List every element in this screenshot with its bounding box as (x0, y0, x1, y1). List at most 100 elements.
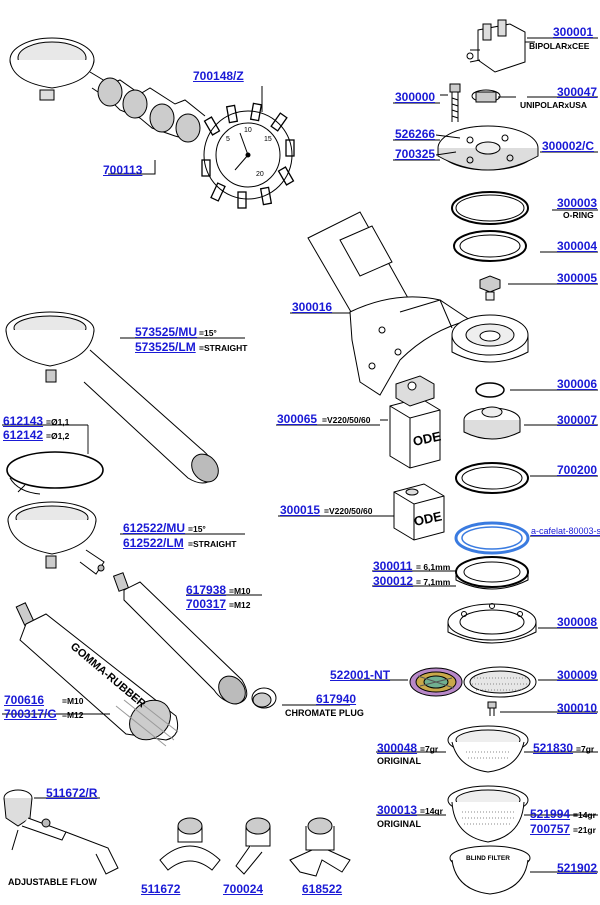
part-612142-note: =Ø1,2 (46, 431, 70, 441)
part-573525lm-link[interactable]: 573525/LM (135, 340, 196, 354)
shower-screen-522001-drawing (409, 667, 463, 697)
part-522001nt-link[interactable]: 522001-NT (330, 668, 391, 682)
part-526266-link[interactable]: 526266 (395, 127, 436, 141)
gasket-300004-drawing (453, 230, 527, 262)
part-573525mu-link[interactable]: 573525/MU (135, 325, 198, 339)
part-521994-note: =14gr (573, 810, 596, 820)
part-612522mu-note: =15° (188, 524, 206, 534)
blind-filter-text: BLIND FILTER (466, 855, 510, 862)
part-300048-original: ORIGINAL (377, 756, 421, 766)
part-700757-note: =21gr (573, 825, 596, 835)
part-300003-link[interactable]: 300003 (557, 196, 598, 210)
part-521830-note: =7gr (576, 744, 595, 754)
part-300012-link[interactable]: 300012 (373, 574, 414, 588)
part-300016-link[interactable]: 300016 (292, 300, 333, 314)
part-612143-note: =Ø1,1 (46, 417, 70, 427)
spring-612142-drawing (6, 451, 104, 495)
part-700148-link[interactable]: 700148/Z (193, 69, 244, 83)
spout-511672-drawing (159, 817, 221, 871)
svg-text:10: 10 (244, 127, 252, 134)
part-617940-link[interactable]: 617940 (316, 692, 357, 706)
portafilter-573525-drawing (5, 311, 219, 484)
coil-ode-text: ODE (413, 508, 444, 529)
plug-617940-drawing (251, 687, 277, 709)
part-612522lm-link[interactable]: 612522/LM (123, 536, 184, 550)
part-700200-link[interactable]: 700200 (557, 463, 598, 477)
part-612142-link[interactable]: 612142 (3, 428, 44, 442)
part-573525lm-note: =STRAIGHT (199, 343, 248, 353)
part-300004-link[interactable]: 300004 (557, 239, 598, 253)
screw-300010-drawing (487, 701, 497, 716)
spout-700024-drawing (235, 817, 271, 875)
part-300013-original: ORIGINAL (377, 819, 421, 829)
part-617938-link[interactable]: 617938 (186, 583, 227, 597)
part-700317g-link[interactable]: 700317/G (4, 707, 57, 721)
part-300048-note: =7gr (420, 744, 439, 754)
switch-300001-drawing (466, 19, 535, 73)
part-612522lm-note: =STRAIGHT (188, 539, 237, 549)
part-612143-link[interactable]: 612143 (3, 414, 44, 428)
handle-617938-drawing (112, 572, 248, 705)
valve-300065-drawing: ODE (380, 375, 443, 469)
coil-300015-drawing: ODE (393, 483, 445, 541)
part-300006-link[interactable]: 300006 (557, 377, 598, 391)
blind-filter-521902-drawing: BLIND FILTER (449, 845, 531, 895)
part-300001-link[interactable]: 300001 (553, 25, 594, 39)
part-300007-link[interactable]: 300007 (557, 413, 598, 427)
part-300011-note: = 6,1mm (416, 562, 451, 572)
part-300013-link[interactable]: 300013 (377, 803, 418, 817)
part-521902-link[interactable]: 521902 (557, 861, 598, 875)
part-511672-link[interactable]: 511672 (141, 882, 181, 896)
part-300005-link[interactable]: 300005 (557, 271, 598, 285)
part-300065-link[interactable]: 300065 (277, 412, 318, 426)
part-300011-link[interactable]: 300011 (373, 559, 413, 573)
cafelat-gasket-link[interactable]: a-cafelat-80003-s (531, 526, 600, 536)
gasket-highlight-cafelat-drawing (454, 521, 530, 555)
part-300047-link[interactable]: 300047 (557, 85, 598, 99)
part-700616-link[interactable]: 700616 (4, 693, 45, 707)
part-300000-link[interactable]: 300000 (395, 90, 436, 104)
basket-300013-drawing (447, 785, 529, 843)
part-700317g-note: =M12 (62, 710, 84, 720)
part-300015-link[interactable]: 300015 (280, 503, 321, 517)
thermostat-300047-drawing (471, 89, 516, 103)
part-700616-note: =M10 (62, 696, 84, 706)
part-300013-note: =14gr (420, 806, 443, 816)
screw-300000-drawing (440, 83, 461, 122)
part-300008-link[interactable]: 300008 (557, 615, 598, 629)
part-300001-note: BIPOLARxCEE (529, 41, 590, 51)
part-300009-link[interactable]: 300009 (557, 668, 598, 682)
ring-300008-drawing (447, 603, 537, 644)
basket-300048-drawing (447, 725, 529, 773)
shower-300007-drawing (463, 406, 521, 440)
valve-ode-text: ODE (412, 428, 443, 449)
svg-text:20: 20 (256, 171, 264, 178)
part-521994-link[interactable]: 521994 (530, 807, 571, 821)
plug-300005-drawing (479, 275, 501, 301)
part-700757-link[interactable]: 700757 (530, 822, 571, 836)
part-700317-link[interactable]: 700317 (186, 597, 227, 611)
part-300015-note: =V220/50/60 (324, 506, 373, 516)
washer-300006-drawing (475, 382, 505, 398)
part-300012-note: = 7,1mm (416, 577, 451, 587)
part-700024-link[interactable]: 700024 (223, 882, 264, 896)
part-618522-link[interactable]: 618522 (302, 882, 343, 896)
rubber-handle-700616-drawing (15, 602, 179, 747)
svg-text:5: 5 (226, 136, 230, 143)
part-617938-note: =M10 (229, 586, 251, 596)
part-300002c-link[interactable]: 300002/C (542, 139, 595, 153)
part-300003-note: O-RING (563, 210, 594, 220)
shower-screen-300009-drawing (463, 666, 537, 698)
part-511672r-link[interactable]: 511672/R (46, 786, 98, 800)
part-612522mu-link[interactable]: 612522/MU (123, 521, 186, 535)
svg-text:15: 15 (264, 136, 272, 143)
spout-511672r-drawing (3, 789, 119, 875)
part-300010-link[interactable]: 300010 (557, 701, 598, 715)
group-head-300016-drawing (307, 211, 529, 396)
part-521830-link[interactable]: 521830 (533, 741, 574, 755)
part-700325-link[interactable]: 700325 (395, 147, 436, 161)
part-300048-link[interactable]: 300048 (377, 741, 418, 755)
part-700113-link[interactable]: 700113 (103, 163, 143, 177)
